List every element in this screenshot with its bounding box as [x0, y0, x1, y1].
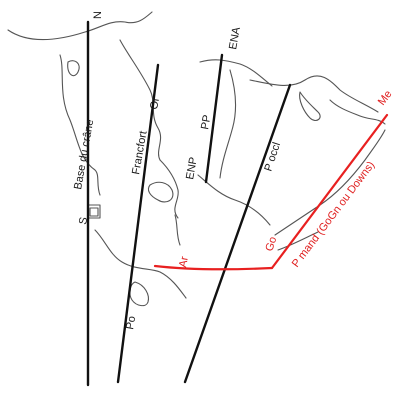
label-base-du-crane: Base du crâne: [72, 119, 96, 191]
label-or: Or: [148, 96, 162, 110]
label-p-mand: P mand (GoGn ou Downs): [290, 159, 377, 270]
label-pp: PP: [199, 114, 213, 131]
frankfort-line: [118, 65, 158, 382]
label-go: Go: [263, 235, 279, 253]
label-p-occl: P occl: [262, 141, 283, 173]
label-ar: Ar: [177, 255, 191, 268]
label-ena: ENA: [227, 26, 243, 51]
label-po: Po: [124, 315, 138, 330]
label-enp: ENP: [184, 156, 200, 180]
label-n: N: [92, 11, 104, 19]
label-me: Me: [376, 88, 395, 107]
